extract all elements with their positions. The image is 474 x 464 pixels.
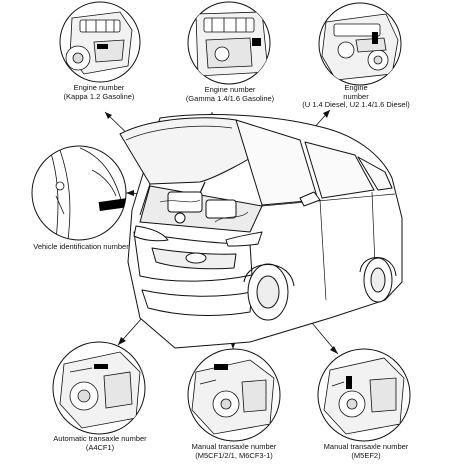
detail-bubble-engine-gamma: [187, 1, 271, 85]
detail-bubble-manual-m5cf: [187, 348, 281, 442]
label-manual-m5cf-line1: Manual transaxle number: [191, 442, 277, 451]
detail-bubble-engine-kappa: [59, 1, 141, 83]
label-auto-transaxle-line1: Automatic transaxle number: [53, 434, 147, 443]
label-engine-kappa-line2: (Kappa 1.2 Gasoline): [63, 91, 135, 101]
label-manual-m5ef2-line1: Manual transaxle number: [323, 442, 409, 451]
label-engine-u-line3: (U 1.4 Diesel, U2 1.4/1.6 Diesel): [302, 100, 410, 109]
label-vin-line1: Vehicle identification number: [33, 242, 129, 251]
detail-bubble-auto-transaxle: [52, 341, 146, 435]
label-auto-transaxle: Automatic transaxle number (A4CF1): [46, 434, 154, 452]
label-manual-m5ef2-line2: (M5EF2): [351, 450, 381, 460]
label-engine-u: Engine number (U 1.4 Diesel, U2 1.4/1.6 …: [276, 83, 436, 110]
label-manual-m5cf: Manual transaxle number (M5CF1/2/1, M6CF…: [180, 442, 288, 460]
label-engine-u-line2: number: [343, 91, 369, 101]
label-engine-u-line1: Engine: [344, 83, 368, 92]
detail-bubble-vin: [31, 145, 127, 241]
label-manual-m5ef2: Manual transaxle number (M5EF2): [312, 442, 420, 460]
label-manual-m5cf-line2: (M5CF1/2/1, M6CF3-1): [195, 450, 273, 460]
detail-bubble-engine-u: [318, 2, 402, 86]
label-auto-transaxle-line2: (A4CF1): [85, 442, 115, 452]
detail-bubble-manual-m5ef2: [317, 348, 411, 442]
label-vin: Vehicle identification number: [18, 242, 144, 252]
label-engine-gamma-line1: Engine number: [204, 85, 256, 94]
car-illustration: [119, 114, 403, 349]
label-engine-gamma-line2: (Gamma 1.4/1.6 Gasoline): [185, 93, 275, 103]
label-engine-gamma: Engine number (Gamma 1.4/1.6 Gasoline): [168, 85, 292, 103]
label-engine-kappa-line1: Engine number: [73, 83, 125, 92]
label-engine-kappa: Engine number (Kappa 1.2 Gasoline): [44, 83, 154, 101]
